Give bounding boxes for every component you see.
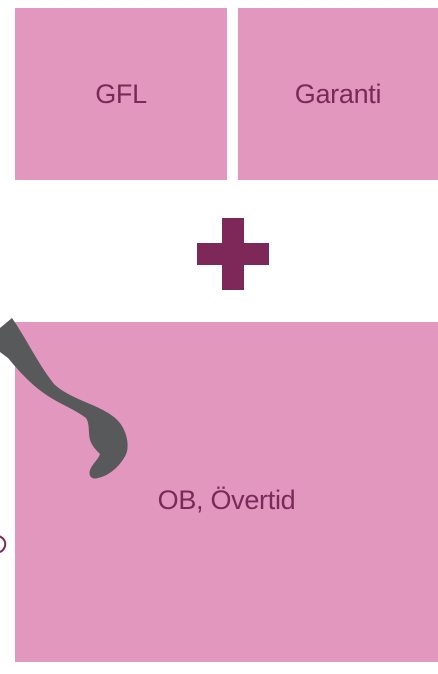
gfl-label: GFL xyxy=(95,79,147,110)
gfl-box: GFL xyxy=(15,8,227,180)
plus-icon xyxy=(197,218,269,290)
garanti-box: Garanti xyxy=(238,8,438,180)
ob-overtid-label: OB, Övertid xyxy=(158,485,296,516)
edge-fragment-icon xyxy=(0,533,8,555)
pointing-hand-icon xyxy=(0,300,140,490)
garanti-label: Garanti xyxy=(295,79,381,110)
